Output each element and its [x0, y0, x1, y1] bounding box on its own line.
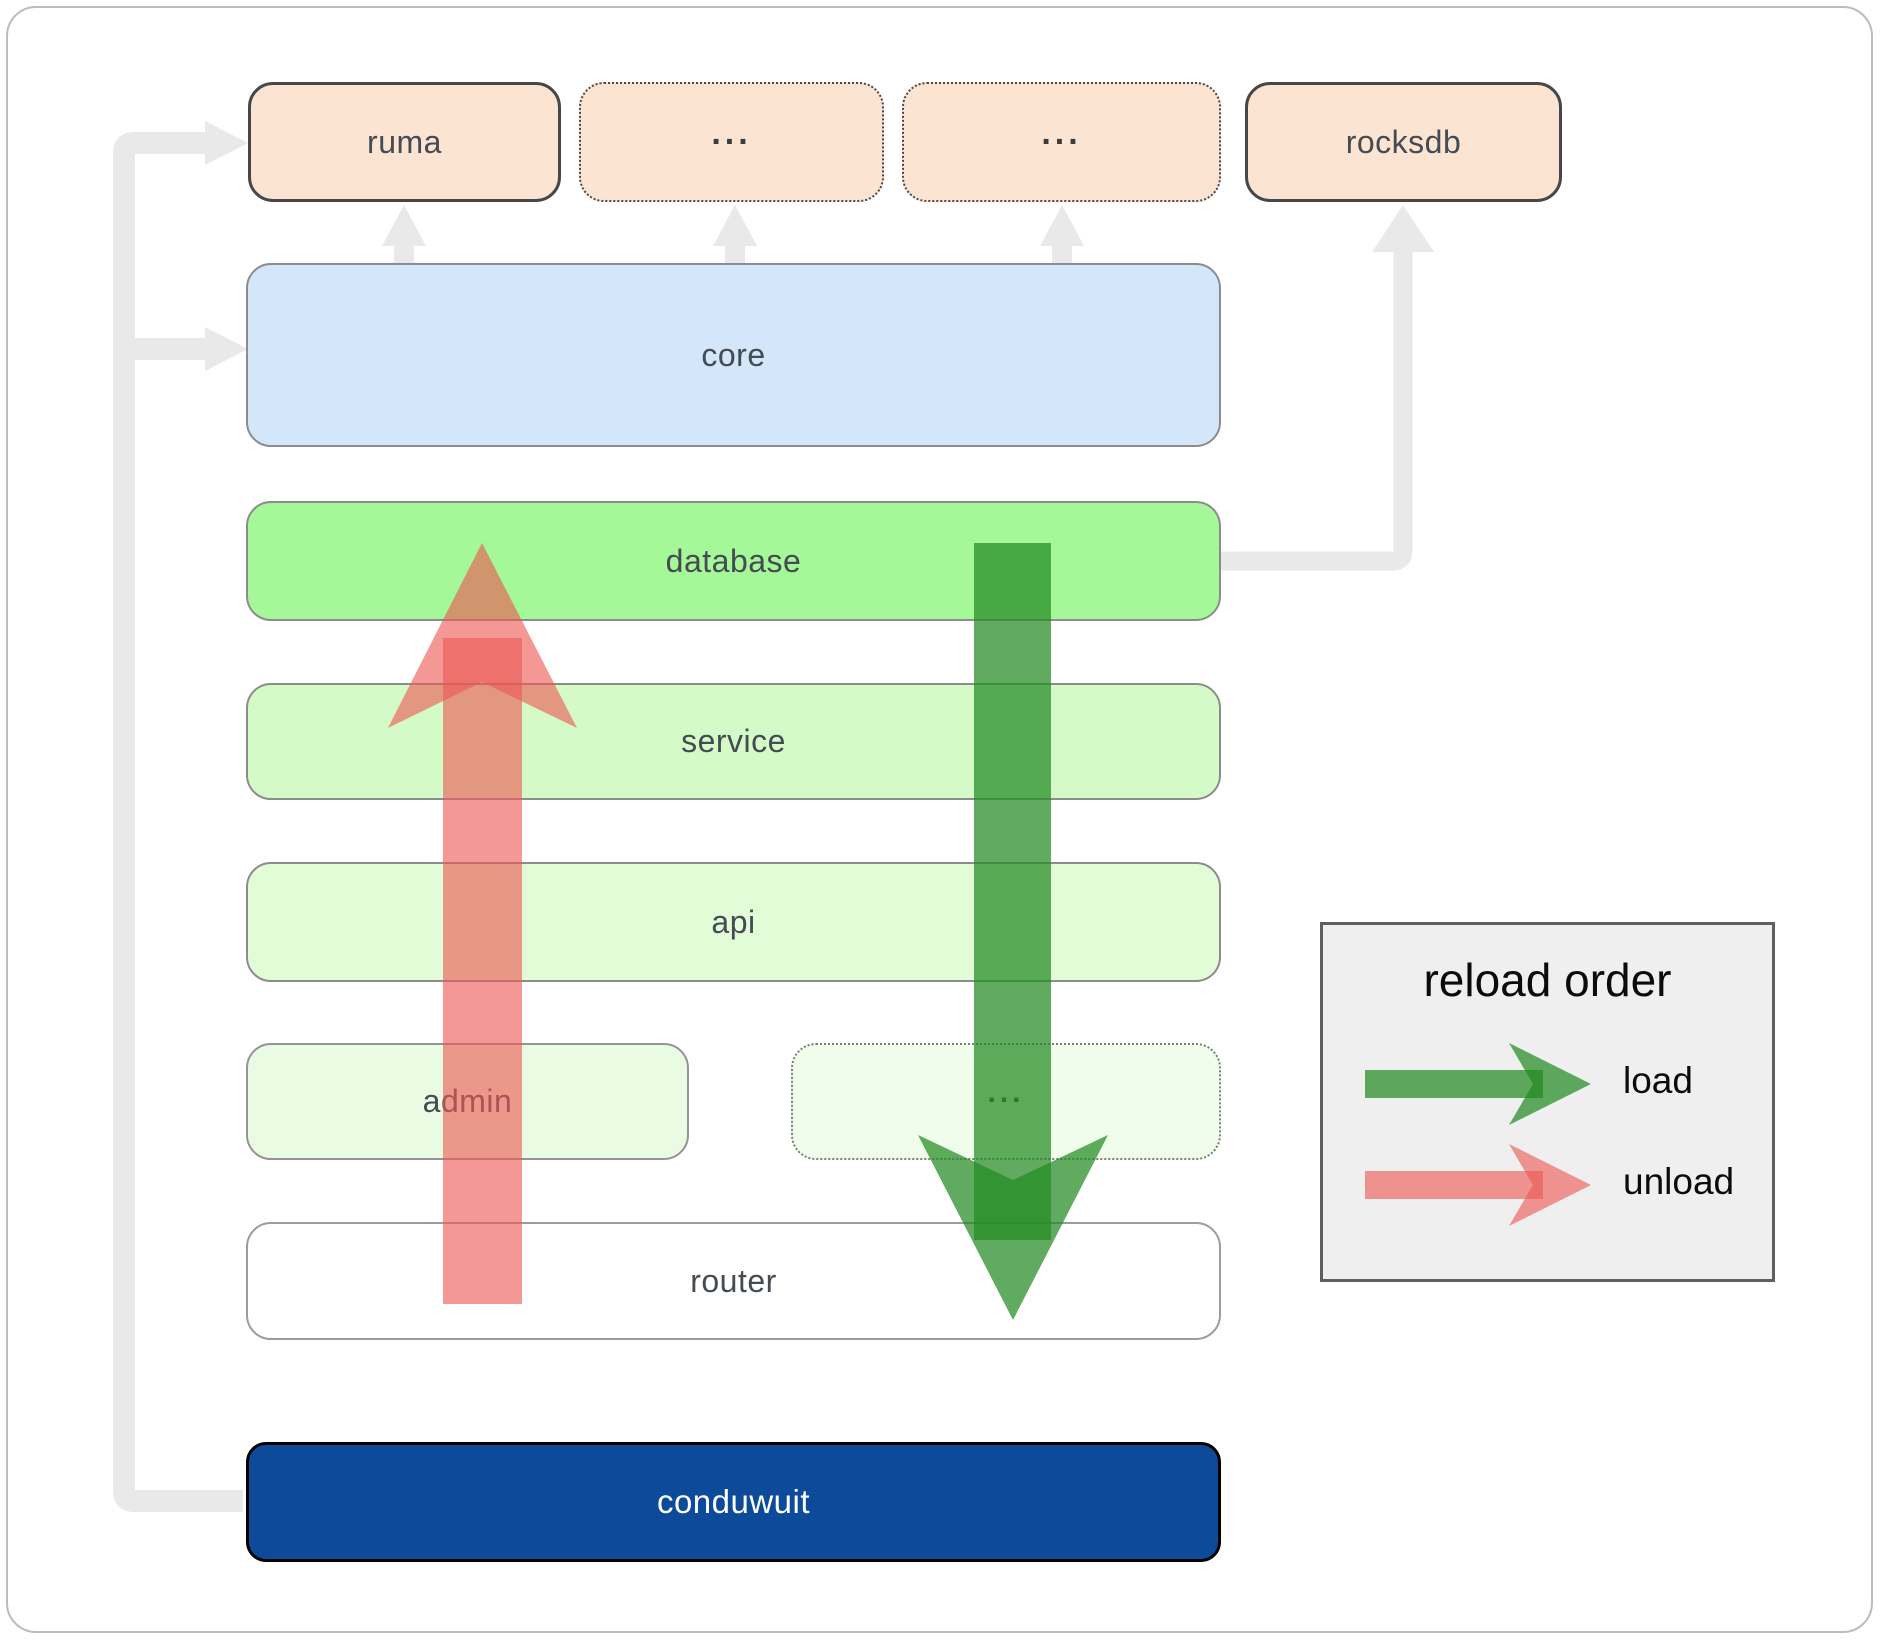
arrow-down-icon: [918, 1135, 1108, 1320]
arrow-right-icon: [205, 121, 248, 165]
legend-panel: reload order load unload: [1320, 922, 1775, 1282]
node-core: core: [246, 263, 1221, 447]
node-rocksdb: rocksdb: [1245, 82, 1562, 202]
node-dots-top-1: ...: [579, 82, 884, 202]
legend-load-label: load: [1623, 1060, 1693, 1101]
legend-arrows: [1365, 1043, 1591, 1226]
node-dots-top-2: ...: [902, 82, 1221, 202]
node-label: core: [701, 336, 766, 373]
legend-title: reload order: [1423, 954, 1672, 1006]
node-label: ruma: [367, 123, 442, 160]
arrow-right-icon: [205, 327, 248, 371]
load-arrow: [918, 543, 1108, 1320]
node-label: router: [690, 1262, 777, 1299]
arrow-up-icon: [1372, 205, 1434, 252]
node-label: rocksdb: [1345, 123, 1462, 160]
node-label: service: [681, 723, 786, 759]
legend-unload-label: unload: [1623, 1161, 1735, 1202]
node-label: ...: [711, 113, 752, 152]
core-to-ruma-arrow: [382, 205, 426, 264]
node-label: ...: [1041, 113, 1082, 152]
node-api: api: [246, 862, 1221, 982]
legend-load-arrow-icon: [1365, 1043, 1591, 1125]
node-label: conduwuit: [656, 1483, 811, 1520]
legend-unload-arrow-icon: [1365, 1144, 1591, 1226]
node-label: api: [711, 903, 756, 940]
node-database: database: [246, 501, 1221, 621]
conduwuit-to-ruma-connector: [113, 132, 243, 1512]
node-router: router: [246, 1222, 1221, 1340]
node-label: database: [665, 542, 802, 579]
arrow-up-icon: [713, 205, 757, 246]
core-to-dots2-arrow: [1040, 205, 1084, 264]
arrow-up-icon: [1040, 205, 1084, 246]
node-conduwuit: conduwuit: [246, 1442, 1221, 1562]
arrow-up-icon: [388, 543, 577, 728]
arrow-up-icon: [382, 205, 426, 246]
unload-arrow: [388, 543, 577, 1304]
core-to-dots1-arrow: [713, 205, 757, 264]
node-ruma: ruma: [248, 82, 561, 202]
database-to-rocksdb-connector: [1221, 250, 1413, 571]
